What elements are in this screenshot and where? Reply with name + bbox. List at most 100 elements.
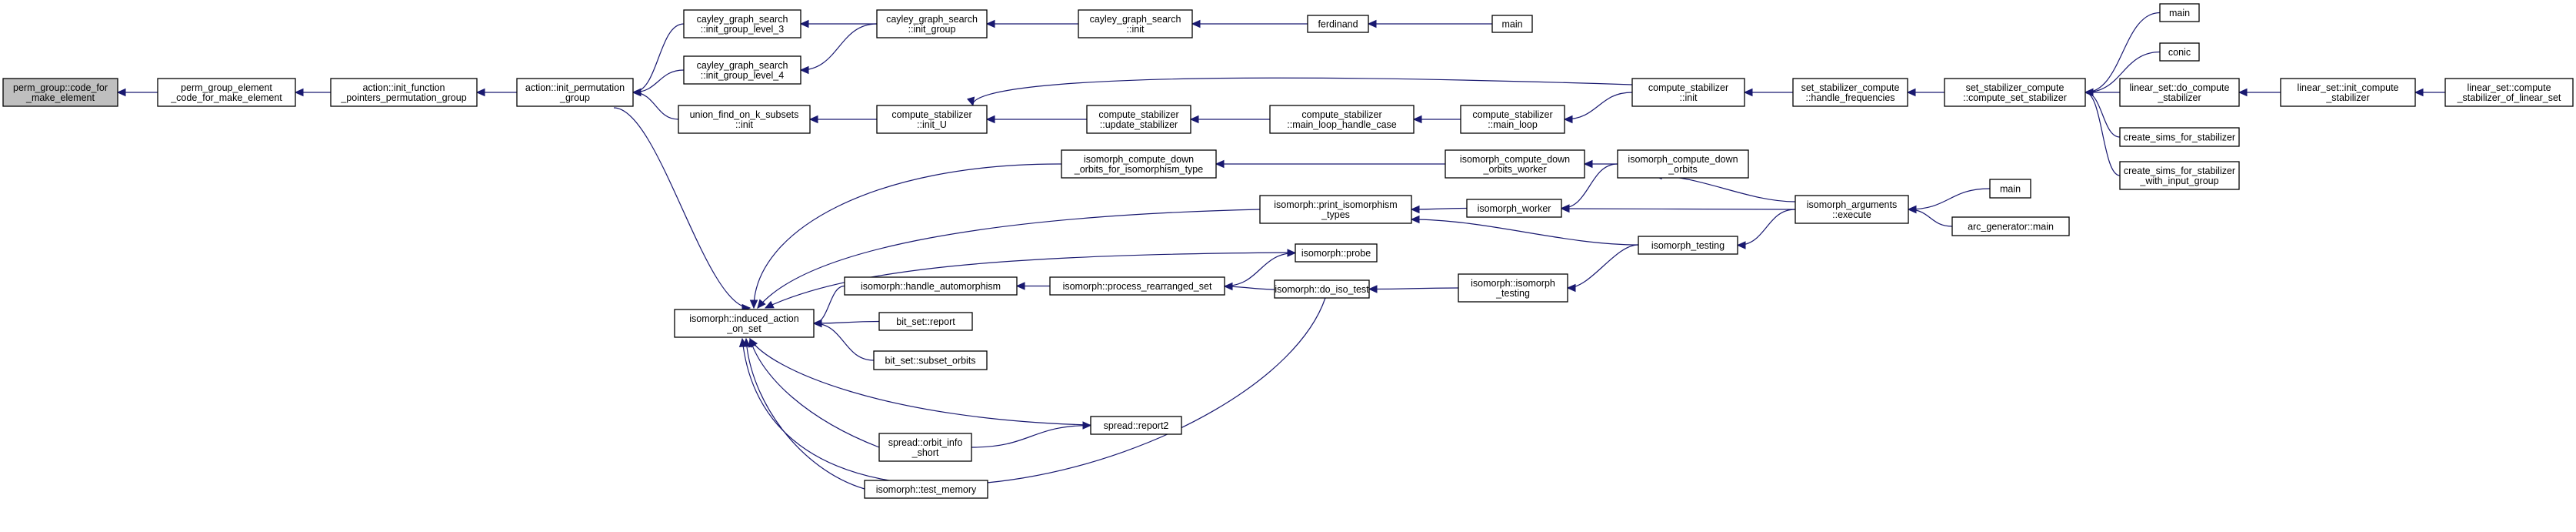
node-box [1466,199,1562,218]
node-label: _pointers_permutation_group [340,92,466,103]
graph-node[interactable]: ferdinand [1307,15,1369,33]
call-edge [2084,92,2121,176]
graph-node[interactable]: action::init_function_pointers_permutati… [330,78,478,107]
graph-node[interactable]: cayley_graph_search::init_group [876,9,988,38]
arrow-head [294,88,304,97]
graph-node[interactable]: isomorph::do_iso_test [1274,279,1370,299]
graph-node[interactable]: isomorph::print_isomorphism_types [1259,195,1412,224]
graph-node[interactable]: isomorph::probe [1295,243,1378,263]
node-label: union_find_on_k_subsets [690,109,799,120]
graph-node[interactable]: compute_stabilizer::init_U [876,105,988,134]
graph-node[interactable]: isomorph::test_memory [864,480,988,499]
graph-node[interactable]: linear_set::do_compute_stabilizer [2119,78,2240,107]
graph-node[interactable]: bit_set::subset_orbits [873,350,988,370]
graph-node[interactable]: set_stabilizer_compute::handle_frequenci… [1792,78,1908,107]
node-label: isomorph::print_isomorphism [1274,199,1397,210]
node-box [1795,195,1909,224]
node-label: ::execute [1832,209,1871,220]
node-label: cayley_graph_search [886,14,978,25]
node-label: ::init [1680,92,1698,103]
graph-node[interactable]: cayley_graph_search::init_group_level_4 [683,55,801,85]
node-label: _stabilizer [2157,92,2201,103]
graph-node[interactable]: compute_stabilizer::update_stabilizer [1086,105,1191,134]
node-label: linear_set::init_compute [2297,82,2398,93]
arrow-head [1015,282,1025,290]
graph-node[interactable]: arc_generator::main [1951,216,2070,236]
arrow-head [1583,159,1593,169]
node-label: ::main_loop [1488,119,1538,130]
graph-node[interactable]: isomorph::induced_action_on_set [674,309,815,338]
graph-node[interactable]: perm_group_element_code_for_make_element [157,78,296,107]
graph-node[interactable]: spread::orbit_info_short [878,433,972,462]
graph-node[interactable]: linear_set::compute_stabilizer_of_linear… [2444,78,2574,107]
node-box [678,105,811,134]
arrow-head [1215,159,1225,169]
node-label: cayley_graph_search [1090,14,1181,25]
node-box [674,309,815,338]
node-box [1458,273,1568,303]
call-edge [1567,244,1639,289]
call-edge [800,23,878,71]
graph-node[interactable]: conic [2159,42,2200,62]
graph-node[interactable]: isomorph_compute_down_orbits_worker [1445,149,1585,179]
node-label: linear_set::compute [2467,82,2551,93]
node-box [2119,78,2240,107]
node-label: arc_generator::main [1968,222,2054,233]
arrow-head [1223,282,1233,291]
graph-node[interactable]: create_sims_for_stabilizer_with_input_gr… [2119,161,2240,190]
graph-node[interactable]: main [1491,15,1533,33]
call-edge [813,285,845,324]
node-label: main [2000,184,2021,195]
graph-node[interactable]: bit_set::report [878,312,973,331]
arrow-head [1743,88,1753,97]
graph-node[interactable]: compute_stabilizer::init [1631,78,1745,107]
graph-node[interactable]: action::init_permutation_group [516,78,634,107]
graph-node[interactable]: create_sims_for_stabilizer [2119,127,2240,147]
graph-node[interactable]: set_stabilizer_compute::compute_set_stab… [1944,78,2086,107]
node-label: create_sims_for_stabilizer [2124,132,2235,143]
arrow-head [738,337,748,347]
call-edge [2084,12,2161,93]
arrow-head [748,337,757,348]
graph-node[interactable]: cayley_graph_search::init [1078,9,1193,38]
graph-node[interactable]: perm_group::code_for_make_element [2,78,118,107]
arrow-head [475,88,485,97]
graph-node[interactable]: isomorph_worker [1466,199,1562,218]
graph-node[interactable]: spread::report2 [1090,416,1182,435]
arrow-head [1189,115,1199,124]
graph-node[interactable]: isomorph_arguments::execute [1795,195,1909,224]
node-box [1631,78,1745,107]
graph-node[interactable]: union_find_on_k_subsets::init [678,105,811,134]
graph-node[interactable]: compute_stabilizer::main_loop_handle_cas… [1269,105,1415,134]
graph-node[interactable]: cayley_graph_search::init_group_level_3 [683,9,801,38]
node-label: isomorph::induced_action [689,313,798,324]
graph-node[interactable]: isomorph::handle_automorphism [844,276,1018,296]
node-label: set_stabilizer_compute [1966,82,2064,93]
node-label: create_sims_for_stabilizer [2124,166,2235,176]
graph-node[interactable]: isomorph::isomorph_testing [1458,273,1568,303]
node-box [1491,15,1533,33]
node-box [1061,149,1217,179]
node-label: ::init_group_level_4 [701,70,784,81]
graph-node[interactable]: compute_stabilizer::main_loop [1460,105,1565,134]
call-edge [1224,252,1296,287]
node-box [2159,3,2200,22]
arrow-head [1082,421,1092,430]
node-label: spread::orbit_info [888,437,963,448]
graph-node[interactable]: main [2159,3,2200,22]
graph-node[interactable]: isomorph::process_rearranged_set [1049,276,1225,296]
graph-node[interactable]: linear_set::init_compute_stabilizer [2280,78,2416,107]
arrow-head [757,299,766,309]
node-label: isomorph::isomorph [1471,278,1555,289]
graph-node[interactable]: isomorph_compute_down_orbits_for_isomorp… [1061,149,1217,179]
graph-node[interactable]: main [1989,179,2031,199]
graph-node[interactable]: isomorph_testing [1638,236,1738,255]
node-label: ::compute_set_stabilizer [1963,92,2067,103]
graph-node[interactable]: isomorph_compute_down_orbits [1617,149,1749,179]
node-label: bit_set::subset_orbits [885,356,975,366]
node-box [876,9,988,38]
node-label: compute_stabilizer [1098,109,1178,120]
call-edge [749,338,1091,426]
node-box [157,78,296,107]
call-edge [765,252,1296,309]
